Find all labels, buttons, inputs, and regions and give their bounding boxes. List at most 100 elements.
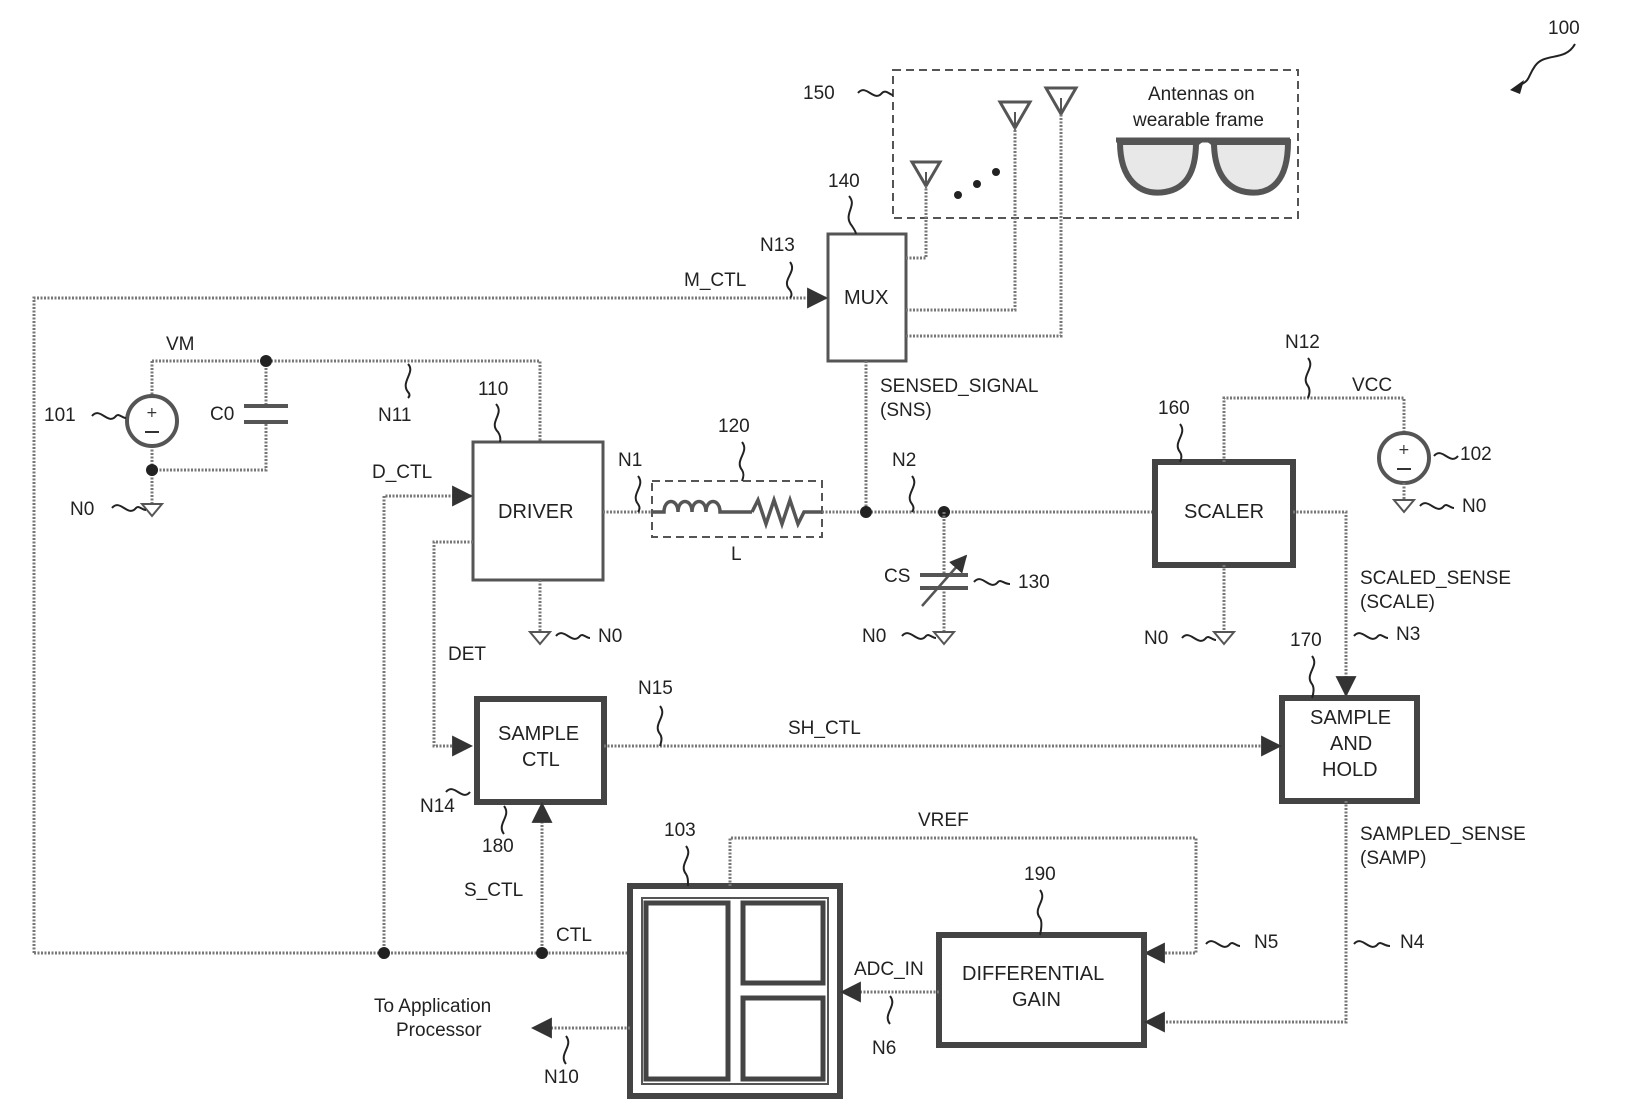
driver-label: DRIVER: [498, 501, 574, 523]
node-n4: N4: [1400, 932, 1425, 953]
ref-103: 103: [664, 820, 696, 841]
sampled-sense-label-2: (SAMP): [1360, 848, 1427, 869]
sample-hold-label-1: SAMPLE: [1310, 707, 1391, 729]
leader-101: [91, 412, 127, 420]
sensed-signal-label-1: SENSED_SIGNAL: [880, 376, 1038, 397]
leader-n2: [908, 475, 916, 513]
node-n11: N11: [378, 405, 411, 426]
controller-103-mem: [643, 900, 731, 1082]
sh-ctl-label: SH_CTL: [788, 718, 861, 739]
antenna-caption-1: Antennas on: [1148, 84, 1255, 105]
scaled-sense-label-2: (SCALE): [1360, 592, 1435, 613]
ref-101: 101: [44, 405, 76, 426]
ref-120: 120: [718, 416, 750, 437]
junction-n0-vm: [146, 464, 158, 476]
ref-140: 140: [828, 171, 860, 192]
inductor-coil: [652, 499, 752, 514]
figure-number: 100: [1548, 18, 1580, 39]
sensed-signal-label-2: (SNS): [880, 400, 932, 421]
junction-n2: [860, 506, 872, 518]
figure-leader: [1521, 43, 1576, 85]
d-ctl-wire: [382, 485, 474, 953]
ellipsis-dots: [954, 168, 1000, 199]
leader-190: [1036, 889, 1044, 936]
leader-102: [1433, 452, 1459, 460]
ref-110: 110: [478, 379, 508, 400]
leader-n15: [656, 705, 664, 747]
cs-label: CS: [884, 566, 910, 587]
vref-wire: [728, 836, 1198, 964]
svg-text:+: +: [1398, 442, 1410, 458]
node-n5: N5: [1254, 932, 1278, 953]
node-n13: N13: [760, 235, 795, 256]
m-ctl-label: M_CTL: [684, 270, 746, 291]
cs-variable-capacitor: [920, 554, 968, 607]
controller-103-adc: [740, 995, 826, 1082]
resistor: [750, 494, 822, 530]
adc-in-label: ADC_IN: [854, 959, 924, 980]
node-n15: N15: [638, 678, 673, 699]
node-n0-cs: N0: [862, 626, 886, 647]
mux-label: MUX: [844, 287, 888, 309]
det-label: DET: [448, 644, 486, 665]
c0-bottom-wire: [152, 424, 268, 472]
ctl-label: CTL: [556, 925, 592, 946]
leader-n14: [445, 788, 471, 796]
glasses-icon: [1116, 137, 1292, 196]
leader-n3: [1353, 632, 1389, 640]
leader-160: [1176, 423, 1184, 463]
leader-n0-driver: [555, 632, 591, 640]
leader-140: [847, 195, 857, 235]
vm-source: +: [125, 394, 179, 448]
leader-n0-vcc: [1419, 502, 1455, 510]
vm-label: VM: [166, 334, 195, 355]
leader-n0-scaler: [1181, 634, 1217, 642]
c0-capacitor: [244, 404, 288, 424]
leader-170: [1308, 655, 1316, 699]
leader-110: [493, 403, 502, 443]
scaled-sense-label-1: SCALED_SENSE: [1360, 568, 1511, 589]
vm-wire: [152, 359, 542, 442]
vcc-label: VCC: [1352, 375, 1392, 396]
det-wire: [432, 540, 474, 757]
junction-s-ctl: [536, 947, 548, 959]
sample-ctl-block: [474, 696, 607, 805]
sampled-sense-label-1: SAMPLED_SENSE: [1360, 824, 1526, 845]
leader-180: [500, 805, 508, 835]
leader-n0-vm: [111, 504, 147, 512]
scaled-sense-wire: [1293, 510, 1357, 698]
leader-103: [682, 845, 690, 887]
antenna-region: [892, 69, 1299, 219]
node-n0-vcc: N0: [1462, 496, 1486, 517]
ref-180: 180: [482, 836, 514, 857]
ground-icon-vm: [139, 503, 165, 518]
sample-hold-label-3: HOLD: [1322, 759, 1378, 781]
leader-n0-cs: [901, 632, 937, 640]
antenna-caption-2: wearable frame: [1132, 110, 1264, 131]
leader-n12: [1304, 357, 1312, 399]
scaler-label: SCALER: [1184, 501, 1264, 523]
m-ctl-wire: [32, 287, 829, 953]
sampled-sense-wire: [1143, 801, 1348, 1033]
node-n6: N6: [872, 1038, 896, 1059]
mux-antenna-wire-2: [906, 128, 1017, 312]
node-n0-scaler: N0: [1144, 628, 1168, 649]
ground-icon-cs: [931, 631, 957, 646]
junction-vm: [260, 355, 272, 367]
ground-icon-scaler: [1211, 631, 1237, 646]
ref-130: 130: [1018, 572, 1050, 593]
app-label-1: To Application: [374, 996, 491, 1017]
vcc-wire: [1222, 396, 1406, 462]
junction-d-ctl: [378, 947, 390, 959]
ground-icon-driver: [527, 631, 553, 646]
mux-antenna-wire-1: [906, 186, 928, 260]
app-label-2: Processor: [396, 1020, 482, 1041]
controller-103-cpu: [740, 900, 826, 986]
inductor-region: [651, 480, 823, 538]
leader-n6: [886, 995, 894, 1025]
sample-ctl-label-2: CTL: [522, 749, 560, 771]
s-ctl-label: S_CTL: [464, 880, 523, 901]
node-n10: N10: [544, 1067, 579, 1088]
ref-160: 160: [1158, 398, 1190, 419]
diff-gain-label-1: DIFFERENTIAL: [962, 963, 1104, 985]
